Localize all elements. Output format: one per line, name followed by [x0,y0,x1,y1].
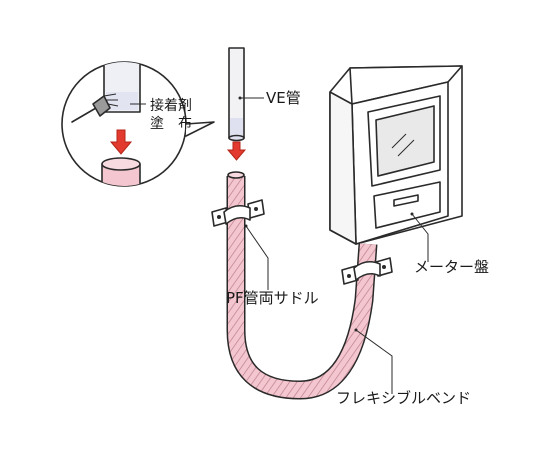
detail-magnifier: 接着剤 塗 布 [61,61,215,187]
meter-panel-label: メーター盤 [414,258,489,276]
down-arrow-icon [226,141,247,161]
pf-saddle-label: PF管両サドル [226,289,319,307]
adhesive-label-line2: 塗 布 [150,115,192,132]
flexible-bend: フレキシブルベンド [226,171,471,407]
adhesive-label-line1: 接着剤 [150,97,192,114]
meter-panel: メーター盤 [329,65,489,276]
ve-pipe-label: VE管 [266,89,301,107]
pf-saddle-upper [211,199,265,227]
pf-saddle-lower [341,257,393,285]
ve-pipe: VE管 [228,47,301,142]
flexible-bend-label: フレキシブルベンド [336,389,471,407]
insert-arrow-icon [109,129,133,155]
